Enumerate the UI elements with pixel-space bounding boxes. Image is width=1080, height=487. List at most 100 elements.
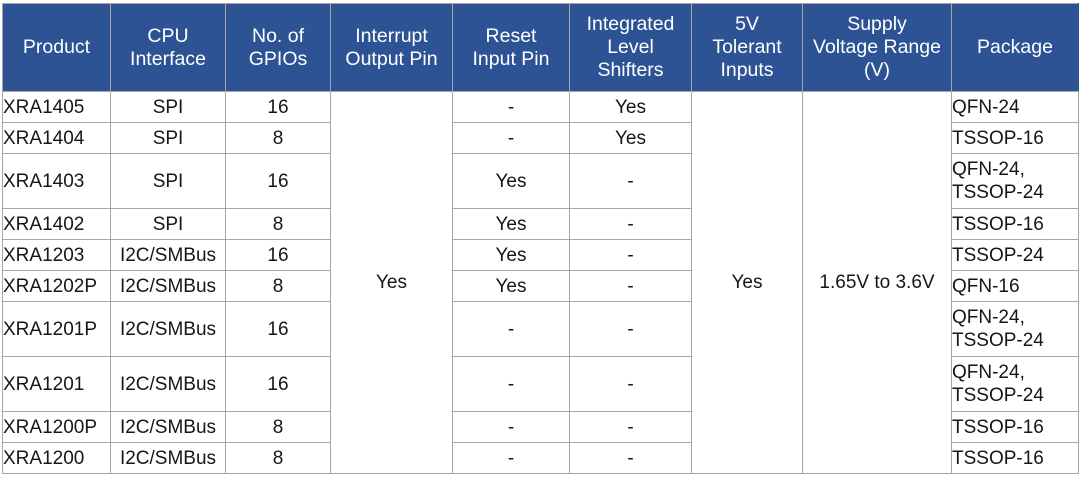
cell-cpu-interface[interactable]: SPI <box>110 153 226 209</box>
cell-package[interactable]: TSSOP-16 <box>951 208 1079 240</box>
header-line: Interface <box>130 47 206 70</box>
package-line: QFN-24, <box>952 307 1025 328</box>
cell-supply-voltage-range-merged[interactable]: 1.65V to 3.6V <box>802 91 952 474</box>
cell-package[interactable]: QFN-24,TSSOP-24 <box>951 356 1079 412</box>
cell-no-of-gpios[interactable]: 8 <box>225 411 331 443</box>
cell-product[interactable]: XRA1404 <box>2 122 111 154</box>
header-line: Interrupt <box>355 24 428 47</box>
cell-product[interactable]: XRA1200P <box>2 411 111 443</box>
cell-no-of-gpios[interactable]: 16 <box>225 356 331 412</box>
cell-reset-input-pin[interactable]: Yes <box>452 208 570 240</box>
cell-package[interactable]: QFN-24 <box>951 91 1079 123</box>
cell-no-of-gpios[interactable]: 16 <box>225 91 331 123</box>
cell-integrated-level-shifters[interactable]: - <box>569 411 692 443</box>
cell-reset-input-pin[interactable]: - <box>452 301 570 357</box>
cell-no-of-gpios[interactable]: 16 <box>225 301 331 357</box>
cell-integrated-level-shifters[interactable]: - <box>569 208 692 240</box>
cell-product[interactable]: XRA1201 <box>2 356 111 412</box>
cell-cpu-interface[interactable]: I2C/SMBus <box>110 239 226 271</box>
cell-package[interactable]: TSSOP-24 <box>951 239 1079 271</box>
cell-package[interactable]: TSSOP-16 <box>951 442 1079 474</box>
cell-cpu-interface[interactable]: I2C/SMBus <box>110 270 226 302</box>
cell-cpu-interface[interactable]: I2C/SMBus <box>110 442 226 474</box>
cell-integrated-level-shifters[interactable]: - <box>569 442 692 474</box>
header-line: 5V <box>735 13 759 35</box>
cell-integrated-level-shifters[interactable]: - <box>569 356 692 412</box>
cell-package[interactable]: TSSOP-16 <box>951 411 1079 443</box>
cell-no-of-gpios[interactable]: 8 <box>225 270 331 302</box>
cell-reset-input-pin[interactable]: Yes <box>452 270 570 302</box>
header-line: No. of <box>251 24 305 47</box>
column-header-product[interactable]: Product <box>2 3 111 92</box>
cell-no-of-gpios[interactable]: 16 <box>225 239 331 271</box>
cell-integrated-level-shifters[interactable]: - <box>569 301 692 357</box>
header-line: CPU <box>147 24 189 47</box>
cell-product[interactable]: XRA1405 <box>2 91 111 123</box>
cell-no-of-gpios[interactable]: 16 <box>225 153 331 209</box>
cell-reset-input-pin[interactable]: - <box>452 442 570 474</box>
cell-integrated-level-shifters[interactable]: - <box>569 153 692 209</box>
column-header-package[interactable]: Package <box>951 3 1079 92</box>
cell-cpu-interface[interactable]: SPI <box>110 122 226 154</box>
cell-no-of-gpios[interactable]: 8 <box>225 122 331 154</box>
cell-integrated-level-shifters[interactable]: - <box>569 270 692 302</box>
cell-cpu-interface[interactable]: SPI <box>110 91 226 123</box>
header-line: Tolerant <box>712 36 782 58</box>
cell-cpu-interface[interactable]: I2C/SMBus <box>110 411 226 443</box>
header-line: Supply <box>847 13 907 35</box>
cell-package[interactable]: QFN-16 <box>951 270 1079 302</box>
package-line: TSSOP-16 <box>952 416 1044 438</box>
cell-integrated-level-shifters[interactable]: Yes <box>569 91 692 123</box>
cell-cpu-interface[interactable]: I2C/SMBus <box>110 356 226 412</box>
cell-product[interactable]: XRA1402 <box>2 208 111 240</box>
cell-product[interactable]: XRA1203 <box>2 239 111 271</box>
cell-integrated-level-shifters[interactable]: - <box>569 239 692 271</box>
package-line: TSSOP-16 <box>952 213 1044 235</box>
cell-reset-input-pin[interactable]: - <box>452 411 570 443</box>
cell-no-of-gpios[interactable]: 8 <box>225 442 331 474</box>
package-line: TSSOP-24 <box>952 385 1044 406</box>
cell-integrated-level-shifters[interactable]: Yes <box>569 122 692 154</box>
cell-package[interactable]: TSSOP-16 <box>951 122 1079 154</box>
cell-reset-input-pin[interactable]: Yes <box>452 239 570 271</box>
cell-cpu-interface[interactable]: I2C/SMBus <box>110 301 226 357</box>
cell-product[interactable]: XRA1202P <box>2 270 111 302</box>
cell-product[interactable]: XRA1200 <box>2 442 111 474</box>
cell-reset-input-pin[interactable]: Yes <box>452 153 570 209</box>
header-line: (V) <box>864 59 890 81</box>
cell-reset-input-pin[interactable]: - <box>452 356 570 412</box>
cell-product[interactable]: XRA1201P <box>2 301 111 357</box>
header-line: Level <box>607 36 654 58</box>
header-line: Input Pin <box>472 47 550 70</box>
cell-5v-tolerant-inputs-merged[interactable]: Yes <box>691 91 803 474</box>
cell-package[interactable]: QFN-24,TSSOP-24 <box>951 301 1079 357</box>
cell-product[interactable]: XRA1403 <box>2 153 111 209</box>
package-line: TSSOP-16 <box>952 447 1044 469</box>
cell-package[interactable]: QFN-24,TSSOP-24 <box>951 153 1079 209</box>
cell-reset-input-pin[interactable]: - <box>452 122 570 154</box>
cell-interrupt-output-pin-merged[interactable]: Yes <box>330 91 453 474</box>
cell-no-of-gpios[interactable]: 8 <box>225 208 331 240</box>
package-line: QFN-16 <box>952 275 1020 297</box>
cell-reset-input-pin[interactable]: - <box>452 91 570 123</box>
cell-cpu-interface[interactable]: SPI <box>110 208 226 240</box>
package-line: TSSOP-24 <box>952 330 1044 351</box>
package-line: TSSOP-24 <box>952 244 1044 266</box>
